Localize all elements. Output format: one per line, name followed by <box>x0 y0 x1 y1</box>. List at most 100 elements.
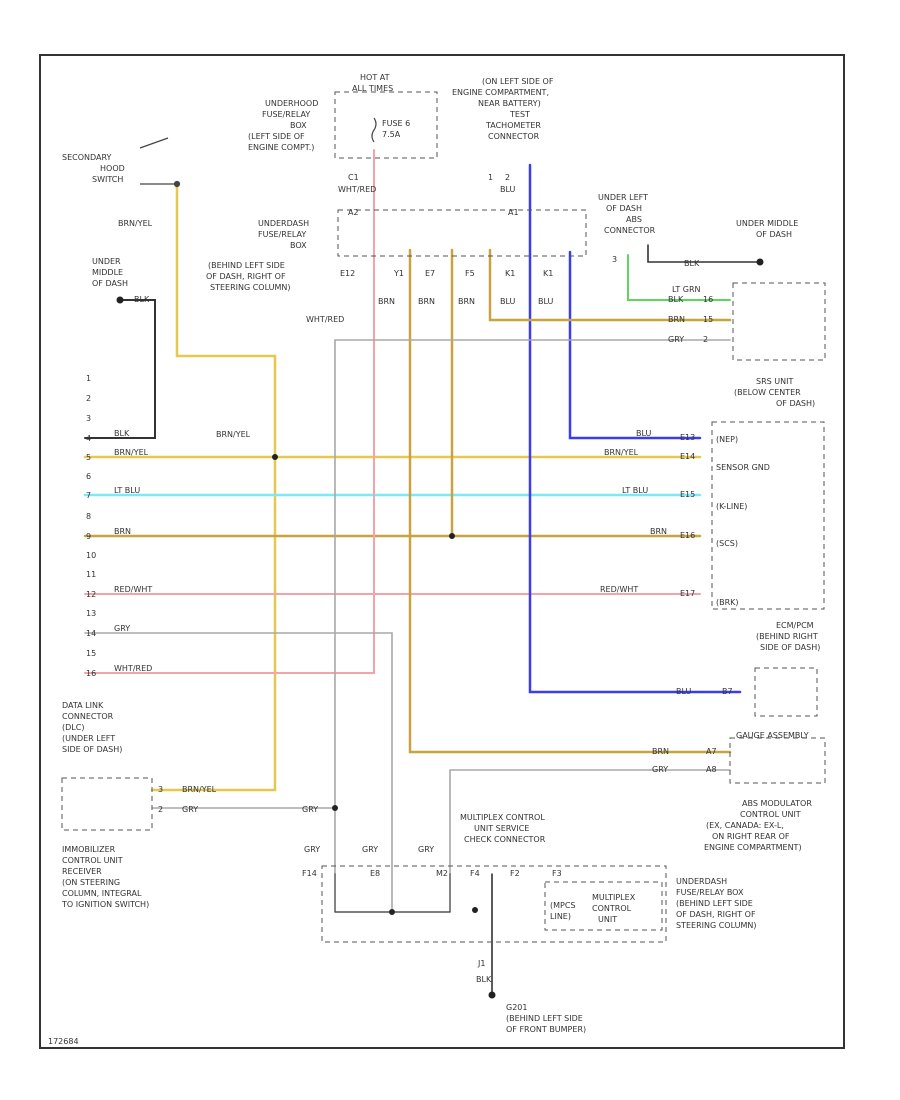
connector-label: A8 <box>706 765 717 774</box>
dlc-pin: 16 <box>86 669 96 678</box>
connector-label: E15 <box>680 490 695 499</box>
label-line: MIDDLE <box>92 268 123 277</box>
wire-label: BLK <box>476 975 492 984</box>
label-line: (K-LINE) <box>716 502 747 511</box>
wire-label: BRN <box>418 297 435 306</box>
wire-brn-gauge <box>408 248 732 754</box>
wire-lt-grn <box>627 254 731 301</box>
wire-label: BLK <box>114 429 130 438</box>
wire-label: LT GRN <box>672 285 701 294</box>
wire-label: RED/WHT <box>114 585 152 594</box>
ground-symbol-dot <box>488 991 496 999</box>
label-line: G201 <box>506 1003 527 1012</box>
wire-label: GRY <box>668 335 684 344</box>
connector-label: 3 <box>612 255 617 264</box>
label-line: ENGINE COMPARTMENT, <box>452 88 549 97</box>
splice-dot <box>272 454 278 460</box>
underdash-fuse-box <box>337 209 587 257</box>
connector-label: E8 <box>370 869 380 878</box>
connector-label: 2 <box>703 335 708 344</box>
label-line: OF DASH) <box>776 399 815 408</box>
dlc-pin: 11 <box>86 570 96 579</box>
label-line: (NEP) <box>716 435 738 444</box>
label-line: CONTROL UNIT <box>740 810 801 819</box>
block-hot-at-all-times: HOT AT ALL TIMES <box>352 73 393 93</box>
label-line: ON RIGHT REAR OF <box>712 832 790 841</box>
fuse-icon <box>371 117 377 143</box>
connector-label: E16 <box>680 531 695 540</box>
wire-blu-ecm <box>528 163 742 694</box>
connector-label: F14 <box>302 869 317 878</box>
label-line: FUSE/RELAY BOX <box>676 888 744 897</box>
connector-label: 3 <box>158 785 163 794</box>
connector-label: E7 <box>425 269 435 278</box>
label-line: (BELOW CENTER <box>734 388 801 397</box>
label-line: SWITCH <box>92 175 123 184</box>
ground-symbol-dot <box>756 258 764 266</box>
label-line: UNDERDASH <box>258 219 309 228</box>
wire-blu-srs <box>568 250 702 440</box>
label-line: BOX <box>290 241 307 250</box>
splice-dot <box>472 907 478 913</box>
label-line: HOOD <box>100 164 125 173</box>
wire-label: BLK <box>668 295 684 304</box>
dlc-pin: 1 <box>86 374 91 383</box>
wire-labels: BLK BRN/YEL BRN/YEL BRN/YEL LT BLU LT BL… <box>114 185 701 984</box>
wire-label: BRN/YEL <box>216 430 251 439</box>
connector-labels: C1 A2 1 2 A1 E12 Y1 E7 F5 K1 K1 3 16 15 … <box>158 173 733 968</box>
wire-label: GRY <box>652 765 668 774</box>
wire-label: GRY <box>182 805 198 814</box>
label-line: SECONDARY <box>62 153 112 162</box>
block-immobilizer: IMMOBILIZER CONTROL UNIT RECEIVER (ON ST… <box>61 845 149 909</box>
connector-label: F5 <box>465 269 475 278</box>
label-line: (SCS) <box>716 539 738 548</box>
connector-label: E13 <box>680 433 695 442</box>
connector-label: J1 <box>477 959 485 968</box>
label-line: FUSE/RELAY <box>262 110 310 119</box>
label-line: SIDE OF DASH) <box>760 643 820 652</box>
mcu-unit-box <box>544 881 663 931</box>
wire-label: WHT/RED <box>114 664 152 673</box>
label-line: SRS UNIT <box>756 377 793 386</box>
wire-label: GRY <box>114 624 130 633</box>
label-line: TACHOMETER <box>485 121 541 130</box>
wire-gry-abs <box>334 339 731 875</box>
label-line: CONTROL <box>592 904 632 913</box>
wire-label: BLK <box>684 259 700 268</box>
wire-label: BRN <box>378 297 395 306</box>
block-ground-g201: G201 (BEHIND LEFT SIDE OF FRONT BUMPER) <box>506 1003 586 1034</box>
connector-label: F3 <box>552 869 562 878</box>
label-line: OF DASH, RIGHT OF <box>206 272 286 281</box>
label-line: (BEHIND LEFT SIDE <box>676 899 753 908</box>
splice-dot <box>389 909 395 915</box>
label-line: CONTROL UNIT <box>62 856 123 865</box>
connector-label: F4 <box>470 869 480 878</box>
block-srs-unit: SRS UNIT (BELOW CENTER OF DASH) <box>734 377 815 408</box>
dlc-pin: 2 <box>86 394 91 403</box>
wire-blk-ground <box>84 299 156 439</box>
block-dlc: DATA LINK CONNECTOR (DLC) (UNDER LEFT SI… <box>62 701 122 754</box>
block-srs-pins: (NEP) SENSOR GND (K-LINE) (SCS) (BRK) <box>716 435 770 607</box>
label-line: (UNDER LEFT <box>62 734 115 743</box>
connector-label: A1 <box>508 208 519 217</box>
dlc-box <box>61 777 153 831</box>
block-underdash-box: UNDERDASH FUSE/RELAY BOX (BEHIND LEFT SI… <box>206 219 309 292</box>
label-line: LINE) <box>550 912 571 921</box>
wire-label: BLU <box>636 429 652 438</box>
dlc-pin: 4 <box>86 434 91 443</box>
label-line: NEAR BATTERY) <box>478 99 541 108</box>
label-line: ECM/PCM <box>776 621 814 630</box>
wire-label: BRN <box>650 527 667 536</box>
connector-label: 1 <box>488 173 493 182</box>
block-ecm-pcm: ECM/PCM (BEHIND RIGHT SIDE OF DASH) <box>756 621 820 652</box>
label-line: (BRK) <box>716 598 739 607</box>
diagram-frame <box>39 54 845 1049</box>
label-line: (EX, CANADA: EX-L, <box>706 821 784 830</box>
wire-brn-yel-hood <box>175 182 277 458</box>
label-line: ALL TIMES <box>352 84 393 93</box>
label-line: CONNECTOR <box>62 712 114 721</box>
dlc-pin: 8 <box>86 512 91 521</box>
label-line: OF DASH <box>756 230 792 239</box>
connector-label: M2 <box>436 869 448 878</box>
dlc-pin: 3 <box>86 414 91 423</box>
